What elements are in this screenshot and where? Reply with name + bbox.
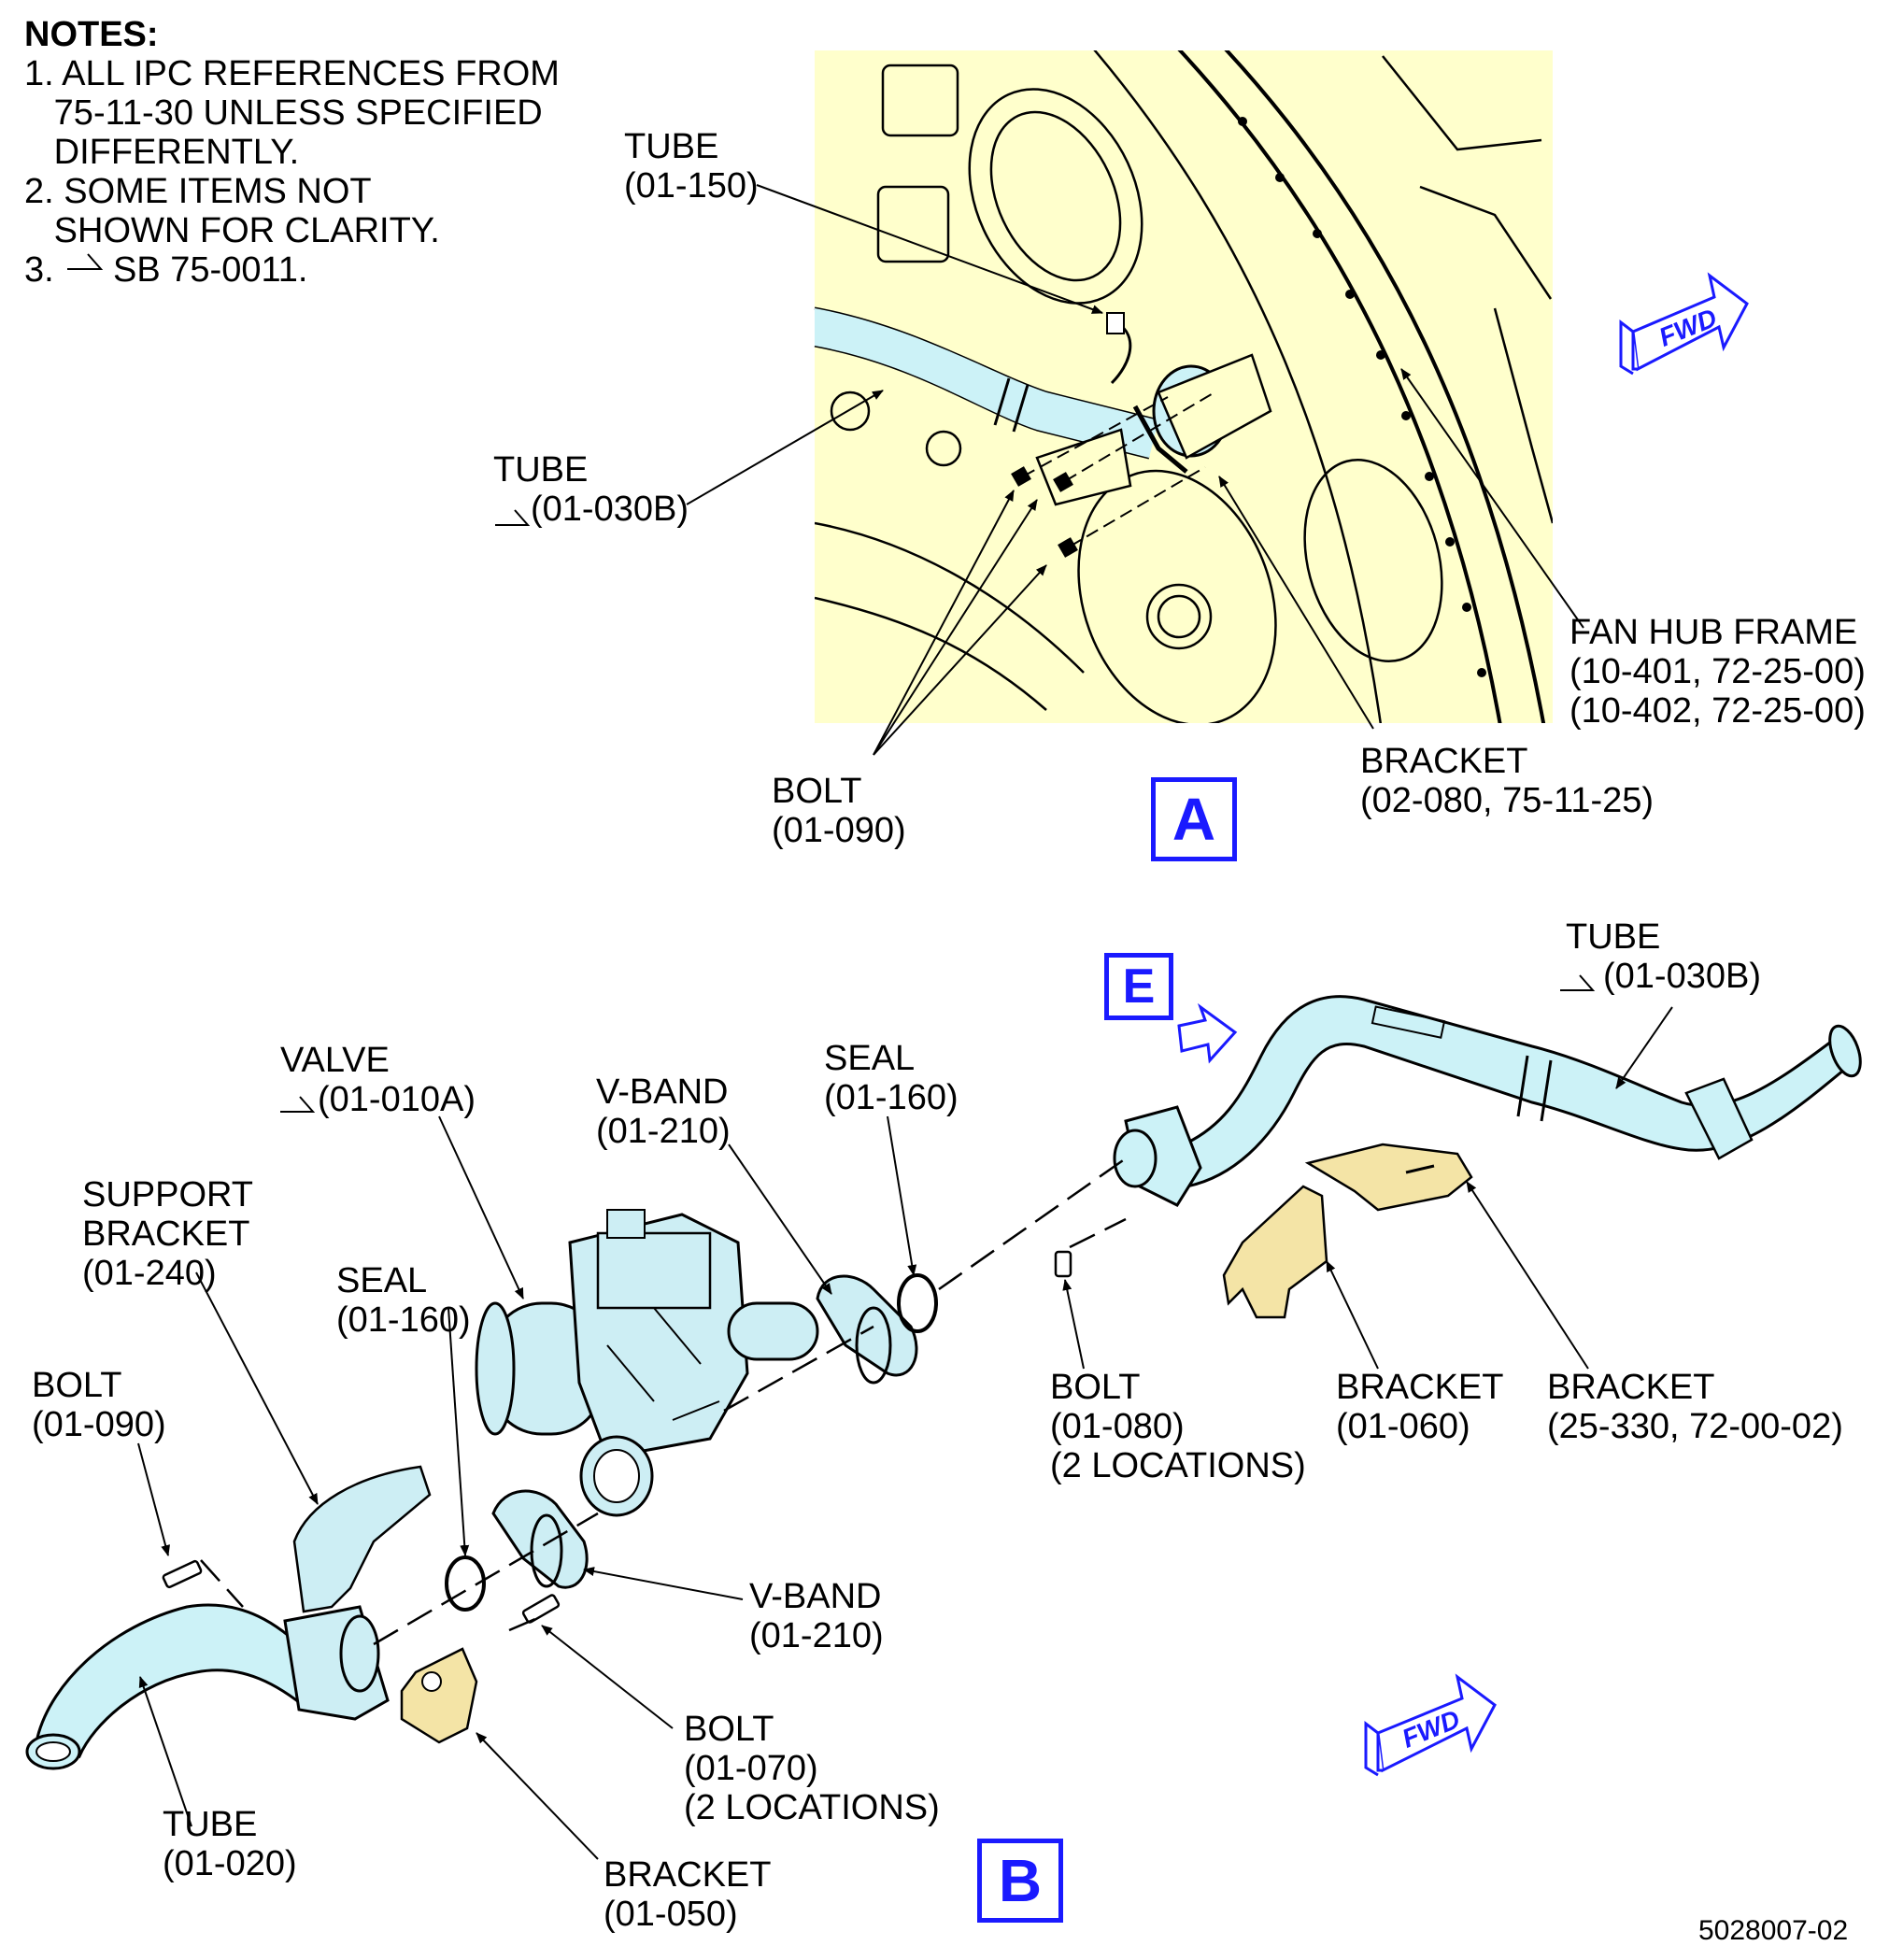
figure-number: 5028007-02	[1698, 1915, 1849, 1946]
bracket-060-illustration	[1222, 1185, 1328, 1319]
label-vband-lower: V-BAND(01-210)	[749, 1577, 884, 1655]
view-a-letter-box: A	[1151, 777, 1237, 861]
label-bolt-080: BOLT(01-080)(2 LOCATIONS)	[1050, 1368, 1306, 1485]
assembly-centerlines	[200, 1157, 1127, 1646]
label-tube-030b-view-b: TUBE(01-030B)	[1566, 917, 1761, 996]
fwd-arrow-icon	[1364, 1673, 1497, 1777]
notes-line-6: 3. SB 75-0011.	[24, 250, 308, 290]
tube-030b-illustration	[1113, 995, 1862, 1207]
vband-upper-illustration	[816, 1274, 918, 1385]
seal-upper-illustration	[897, 1273, 938, 1333]
view-a-leaders	[686, 184, 1584, 756]
bracket-050-illustration	[400, 1647, 478, 1744]
tube-020-illustration	[25, 1603, 390, 1770]
label-vband-upper: V-BAND(01-210)	[596, 1072, 731, 1151]
detail-e-arrow-icon	[1177, 1002, 1238, 1064]
effectivity-symbol-icon	[67, 253, 104, 270]
notes-title: NOTES:	[24, 15, 159, 54]
label-bracket-060: BRACKET(01-060)	[1336, 1368, 1504, 1446]
view-b-leaders	[137, 1006, 1673, 1860]
support-bracket-illustration	[292, 1465, 432, 1613]
label-bolt-090-view-a: BOLT(01-090)	[772, 772, 906, 850]
label-tube-030b-view-a: TUBE(01-030B)	[493, 450, 689, 529]
label-tube-020: TUBE(01-020)	[163, 1805, 297, 1883]
valve-illustration	[475, 1209, 819, 1517]
label-bracket-080: BRACKET(02-080, 75-11-25)	[1360, 742, 1655, 820]
label-valve: VALVE(01-010A)	[280, 1041, 476, 1119]
seal-lower-illustration	[445, 1555, 486, 1612]
label-bracket-050: BRACKET(01-050)	[604, 1855, 772, 1934]
label-tube-150: TUBE(01-150)	[624, 127, 759, 206]
notes-line-4: 2. SOME ITEMS NOT	[24, 172, 372, 211]
label-bolt-090-view-b: BOLT(01-090)	[32, 1366, 166, 1444]
view-b-letter-box: B	[977, 1839, 1063, 1923]
detail-e-letter-box: E	[1104, 953, 1173, 1020]
notes-line-1: 1. ALL IPC REFERENCES FROM	[24, 54, 560, 93]
label-bolt-070: BOLT(01-070)(2 LOCATIONS)	[684, 1710, 940, 1827]
label-fan-hub-frame: FAN HUB FRAME(10-401, 72-25-00)(10-402, …	[1569, 613, 1866, 731]
fwd-arrow-icon	[1619, 272, 1749, 376]
notes-line-5: SHOWN FOR CLARITY.	[24, 211, 440, 250]
label-seal-upper: SEAL(01-160)	[824, 1039, 959, 1117]
notes-line-3: DIFFERENTLY.	[24, 133, 300, 172]
bracket-25330-illustration	[1304, 1143, 1473, 1212]
vband-lower-illustration	[491, 1489, 589, 1589]
bolt-hardware-icons	[162, 1250, 1072, 1624]
notes-line-2: 75-11-30 UNLESS SPECIFIED	[24, 93, 543, 133]
view-a-illustration	[814, 50, 1553, 723]
label-bracket-25330: BRACKET(25-330, 72-00-02)	[1547, 1368, 1843, 1446]
label-seal-lower: SEAL(01-160)	[336, 1261, 471, 1340]
effectivity-symbol-icon	[280, 509, 1596, 1113]
